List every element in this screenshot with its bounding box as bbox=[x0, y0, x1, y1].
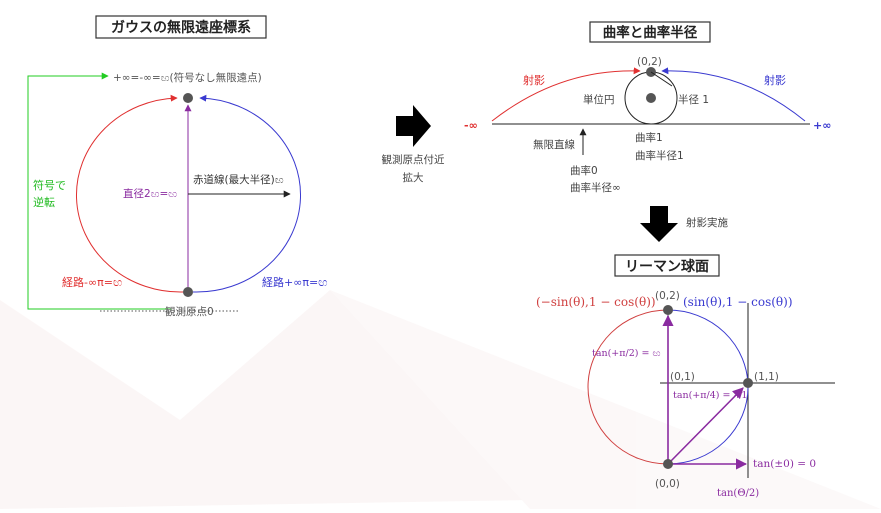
curvature-section: 曲率と曲率半径 射影 射影 -∞ +∞ (0,2) 単位円 半径 1 曲率1 曲… bbox=[464, 21, 831, 242]
tan-half-pi-label: tan(+π/2) = ඟ bbox=[592, 348, 661, 359]
minus-infinity-label: -∞ bbox=[464, 119, 478, 132]
curvature-1-label: 曲率1 bbox=[635, 131, 663, 144]
radius-tick bbox=[650, 71, 673, 87]
diameter-label: 直径2ඟ=ඟ bbox=[123, 187, 177, 200]
unsigned-infinity-label: +∞=-∞=ඟ(符号なし無限遠点) bbox=[113, 71, 262, 84]
gauss-section: ガウスの無限遠座標系 +∞=-∞=ඟ(符号なし無限遠点) 符号で 逆転 直径2ඟ… bbox=[27, 15, 327, 318]
sign-flip-label-1: 符号で bbox=[33, 179, 66, 192]
riemann-left-half bbox=[587, 309, 669, 465]
riemann-point-01-label: (0,1) bbox=[670, 371, 695, 383]
riemann-label-left: (−sin(θ),1 − cos(θ)) bbox=[536, 295, 656, 309]
path-minus-label: 経路-∞π=ඟ bbox=[62, 276, 122, 289]
gauss-title-box bbox=[95, 15, 267, 39]
sign-flip-loop bbox=[27, 72, 172, 310]
infinity-point bbox=[183, 93, 193, 103]
riemann-point-02 bbox=[663, 305, 673, 315]
unit-circle-label: 単位円 bbox=[583, 93, 615, 106]
riemann-point-11 bbox=[743, 378, 753, 388]
unit-circle-center bbox=[646, 93, 656, 103]
origin-label: 観測原点0 bbox=[165, 305, 214, 318]
zoom-section: 観測原点付近 拡大 bbox=[382, 105, 445, 184]
curvature-title: 曲率と曲率半径 bbox=[603, 24, 698, 41]
tan-theta-half-label: tan(Θ/2) bbox=[717, 488, 759, 499]
red-path-arc bbox=[75, 94, 185, 293]
radius-label: 半径 1 bbox=[678, 93, 709, 106]
projection-done-label: 射影実施 bbox=[686, 216, 728, 229]
riemann-section: リーマン球面 (−sin(θ),1 − cos(θ)) (sin(θ),1 − … bbox=[536, 254, 835, 499]
blue-path-arc bbox=[192, 94, 302, 293]
projection-down-arrow-icon bbox=[640, 206, 678, 242]
path-plus-label: 経路+∞π=ඟ bbox=[262, 276, 327, 289]
riemann-point-00 bbox=[663, 459, 673, 469]
curvature-radius-1-label: 曲率半径1 bbox=[635, 149, 684, 162]
curvature-title-box bbox=[589, 21, 711, 43]
riemann-point-02-label: (0,2) bbox=[655, 290, 680, 302]
zoom-label-2: 拡大 bbox=[403, 171, 424, 184]
projection-label-left: 射影 bbox=[523, 73, 545, 87]
riemann-point-00-label: (0,0) bbox=[655, 478, 680, 490]
plus-infinity-label: +∞ bbox=[813, 119, 831, 132]
tan-quarter-pi-label: tan(+π/4) = +1 bbox=[673, 390, 747, 401]
tan-zero-label: tan(±0) = 0 bbox=[753, 458, 816, 470]
origin-point bbox=[183, 287, 193, 297]
vector-tan-quarter-pi bbox=[667, 387, 744, 465]
point-02-label: (0,2) bbox=[637, 56, 662, 68]
sign-flip-label-2: 逆転 bbox=[33, 195, 55, 209]
zoom-arrow-icon bbox=[396, 105, 431, 147]
riemann-title-box bbox=[614, 254, 720, 277]
curvature-radius-inf-label: 曲率半径∞ bbox=[570, 181, 621, 194]
equator-label: 赤道線(最大半径)ඟ bbox=[193, 173, 284, 186]
curvature-0-label: 曲率0 bbox=[570, 164, 598, 177]
background-decoration bbox=[0, 290, 881, 509]
riemann-point-11-label: (1,1) bbox=[754, 371, 779, 383]
zoom-label-1: 観測原点付近 bbox=[382, 153, 445, 166]
projection-label-right: 射影 bbox=[764, 73, 786, 87]
projection-arc-right bbox=[661, 67, 806, 122]
infinite-line-label: 無限直線 bbox=[533, 138, 575, 151]
projection-arc-left bbox=[491, 67, 641, 122]
riemann-title: リーマン球面 bbox=[625, 258, 709, 275]
gauss-title: ガウスの無限遠座標系 bbox=[111, 19, 251, 36]
riemann-label-right: (sin(θ),1 − cos(θ)) bbox=[683, 295, 793, 309]
